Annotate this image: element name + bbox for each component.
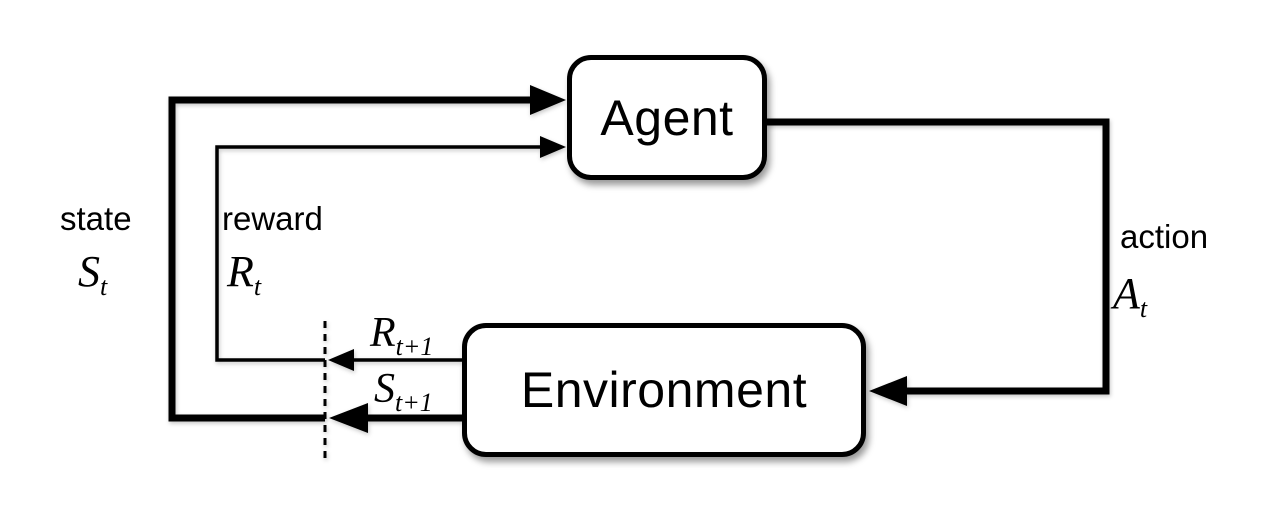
state-symbol-base: S [78, 247, 100, 296]
action-symbol-base: A [1113, 269, 1140, 318]
next-reward-symbol-label: Rt+1 [370, 312, 433, 360]
next-reward-symbol-subscript: t+1 [395, 332, 434, 361]
next-state-symbol-label: St+1 [374, 368, 433, 416]
reward-symbol-label: Rt [227, 250, 261, 300]
action-arrowhead-into-environment [869, 376, 907, 406]
state-line [168, 96, 534, 422]
reward-word-label: reward [222, 200, 323, 237]
action-word-label: action [1120, 218, 1209, 255]
next-state-symbol-base: S [374, 366, 395, 412]
reward-symbol-subscript: t [253, 272, 262, 301]
agent-box-label: Agent [600, 89, 734, 146]
reward-arrowhead-into-agent [540, 136, 566, 158]
reward-line [215, 145, 543, 362]
action-symbol-label: At [1113, 272, 1147, 322]
state-symbol-subscript: t [100, 272, 108, 301]
reward-symbol-base: R [227, 247, 254, 296]
next-reward-symbol-base: R [370, 310, 396, 356]
environment-box-label: Environment [520, 362, 808, 418]
state-symbol-label: St [78, 250, 107, 300]
next-reward-arrowhead [328, 349, 354, 371]
action-line [767, 118, 1110, 395]
state-arrowhead-into-agent [530, 85, 566, 115]
state-word-label: state [60, 200, 132, 237]
next-state-arrowhead [329, 403, 368, 433]
next-state-symbol-subscript: t+1 [395, 388, 433, 417]
agent-box: Agent [567, 55, 767, 180]
action-symbol-subscript: t [1139, 294, 1148, 323]
environment-box: Environment [462, 323, 866, 457]
